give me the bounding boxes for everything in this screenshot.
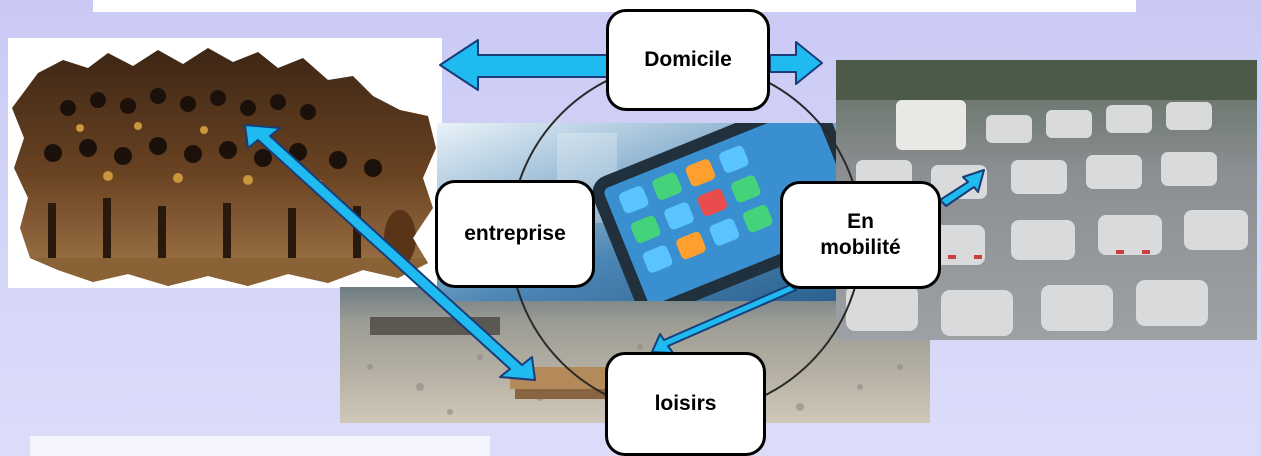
- bottom-strip: [30, 436, 490, 456]
- node-mobilite[interactable]: En mobilité: [780, 181, 941, 289]
- node-loisirs-label: loisirs: [654, 391, 717, 415]
- node-entreprise[interactable]: entreprise: [435, 180, 595, 288]
- arrow-left: [439, 39, 608, 91]
- node-mobilite-label-line2: mobilité: [820, 236, 901, 259]
- top-strip: [93, 0, 1136, 12]
- orchestra-photo: [8, 38, 442, 288]
- arrow-right: [769, 41, 823, 85]
- node-entreprise-label: entreprise: [464, 221, 566, 245]
- node-loisirs[interactable]: loisirs: [605, 352, 766, 456]
- node-mobilite-label-line1: En: [847, 209, 874, 233]
- node-domicile[interactable]: Domicile: [606, 9, 770, 111]
- node-domicile-label: Domicile: [644, 47, 732, 71]
